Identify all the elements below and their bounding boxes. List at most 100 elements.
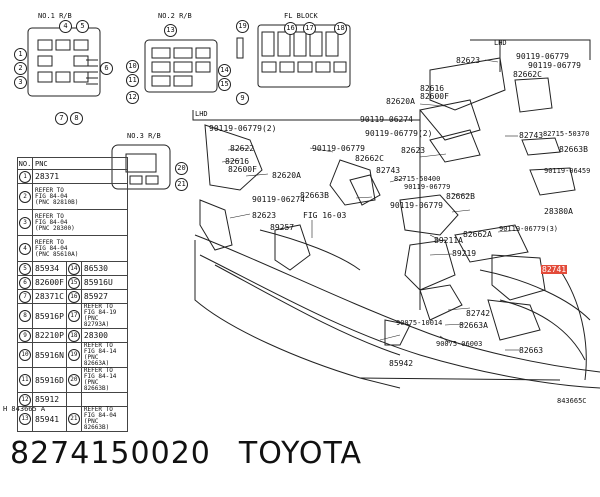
- part-label: 89211A: [434, 236, 463, 245]
- part-label: 90075-06003: [436, 340, 483, 348]
- callout-circle: 9: [236, 92, 249, 105]
- callout-circle: 14: [218, 64, 231, 77]
- part-label-highlighted[interactable]: 82741: [541, 265, 568, 274]
- header-pnc: PNC: [32, 157, 128, 170]
- row-number: 16: [67, 290, 80, 303]
- callout-circle: 3: [14, 76, 27, 89]
- label-no2-rb: NO.2 R/B: [158, 12, 192, 20]
- label-no1-rb: NO.1 R/B: [38, 12, 72, 20]
- part-label: 82622: [230, 144, 255, 153]
- row-number: 15: [67, 276, 80, 289]
- row-number: 3: [19, 216, 31, 229]
- part-label: 90119-06779(2): [209, 124, 277, 133]
- pnc-cell[interactable]: 85934: [32, 261, 67, 276]
- parts-diagram: NO.1 R/B NO.2 R/B FL BLOCK NO.3 R/B LHD …: [3, 12, 600, 413]
- part-label: 82663: [519, 346, 544, 355]
- pnc-cell[interactable]: 85916U: [80, 275, 129, 290]
- row-number: 4: [19, 242, 31, 255]
- part-number: 8274150020: [10, 436, 211, 471]
- callout-circle: 7: [55, 112, 68, 125]
- row-number: 20: [67, 374, 80, 386]
- row-number: 18: [67, 329, 80, 342]
- pnc-cell[interactable]: 85941: [32, 406, 67, 432]
- pnc-cell[interactable]: 85916D: [32, 367, 67, 393]
- part-label: 82743: [519, 131, 544, 140]
- part-label: FIG 16-03: [303, 211, 347, 220]
- part-label: 82620A: [386, 97, 415, 106]
- row-number: 14: [67, 262, 80, 275]
- callout-circle: 20: [175, 162, 188, 175]
- pnc-cell[interactable]: 85927: [80, 289, 129, 304]
- part-label: 82742: [466, 309, 491, 318]
- part-label: 82662C: [355, 154, 384, 163]
- label-fl-block: FL BLOCK: [284, 12, 318, 20]
- pnc-cell[interactable]: 82600F: [32, 275, 67, 290]
- pnc-cell[interactable]: 28300: [80, 328, 129, 343]
- callout-circle: 6: [100, 62, 113, 75]
- part-label: 82620A: [272, 171, 301, 180]
- callout-circle: 11: [126, 74, 139, 87]
- header-no: NO.: [17, 157, 33, 170]
- label-no3-rb: NO.3 R/B: [127, 132, 161, 140]
- pnc-cell[interactable]: 28371: [32, 169, 128, 184]
- callout-circle: 10: [126, 60, 139, 73]
- part-label: 82662C: [513, 70, 542, 79]
- part-label: 90075-10014: [396, 319, 443, 327]
- row-number: 13: [19, 413, 31, 425]
- pnc-cell[interactable]: 85916N: [32, 342, 67, 368]
- part-label: 82623: [252, 211, 277, 220]
- part-label: 82623: [456, 56, 481, 65]
- row-number: 11: [19, 374, 31, 386]
- label-lhd: LHD: [195, 110, 208, 118]
- part-label: 82600F: [420, 92, 449, 101]
- table-row: 12 85912: [17, 392, 129, 407]
- part-label: 82623: [401, 146, 426, 155]
- table-row: 5 85934 14 86530: [17, 261, 129, 276]
- row-number: 21: [67, 413, 80, 425]
- part-label: 82715-50400: [394, 175, 441, 183]
- callout-circle: 21: [175, 178, 188, 191]
- pnc-cell[interactable]: 28371C: [32, 289, 67, 304]
- row-number: 1: [19, 170, 31, 183]
- part-label: 82616: [420, 84, 445, 93]
- pnc-cell[interactable]: 86530: [80, 261, 129, 276]
- callout-circle: 15: [218, 78, 231, 91]
- table-row: 1 28371: [17, 169, 128, 184]
- row-number: 2: [19, 190, 31, 203]
- row-number: 7: [19, 290, 31, 303]
- table-row: 6 82600F 15 85916U: [17, 275, 129, 290]
- diagram-code: 843665C: [557, 397, 587, 405]
- row-number: 19: [67, 349, 80, 361]
- pnc-cell[interactable]: 82210P: [32, 328, 67, 343]
- row-number: 6: [19, 276, 31, 289]
- pnc-cell[interactable]: 85916P: [32, 303, 67, 329]
- part-label: 82663B: [559, 145, 588, 154]
- part-label: 82600F: [228, 165, 257, 174]
- part-label: 90119-06274: [360, 115, 413, 124]
- part-label: 89257: [270, 223, 295, 232]
- table-row: 9 82210P 18 28300: [17, 328, 129, 343]
- pnc-cell[interactable]: 85912: [32, 392, 67, 407]
- part-label: 90119-06779: [528, 61, 581, 70]
- part-label: 28380A: [544, 207, 573, 216]
- part-label: 90119-06779(3): [499, 225, 559, 233]
- part-label: 82715-50370: [543, 130, 590, 138]
- row-number: 17: [67, 310, 80, 322]
- row-number: 9: [19, 329, 31, 342]
- callout-circle: 12: [126, 91, 139, 104]
- part-label: 82616: [225, 157, 250, 166]
